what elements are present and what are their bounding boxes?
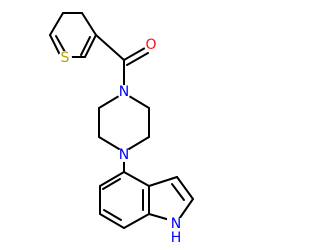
- bond-i3-i4: [99, 213, 125, 229]
- bond-c3-c2: [176, 176, 194, 200]
- atom-nh: N H: [167, 216, 185, 246]
- bond-i1-i2: [99, 171, 125, 187]
- bond-c3-c2-double: [171, 183, 185, 201]
- indole-ring: [99, 156, 194, 229]
- atom-oxygen: O: [144, 37, 158, 53]
- carbonyl-group: [95, 34, 149, 89]
- atom-nh-label: N: [171, 216, 181, 232]
- atom-nitrogen-bottom: N: [117, 147, 131, 163]
- atom-nh-h: H: [171, 230, 182, 246]
- thiophene-ring: [49, 12, 97, 58]
- molecule-drawing: S O N N N H: [49, 12, 194, 246]
- bond-c4-c5: [49, 34, 62, 58]
- bond-c5-c6: [49, 12, 64, 36]
- bond-ring-carbonyl: [95, 34, 125, 61]
- bond-i6-i1: [123, 171, 150, 187]
- bond-c1-c2: [81, 12, 97, 36]
- atom-oxygen-label: O: [145, 37, 156, 53]
- bond-i1-i2-double: [102, 178, 121, 190]
- bond-i3-i4-double: [103, 209, 122, 221]
- bond-carbonyl-oxygen: [123, 47, 146, 61]
- piperazine-ring: [98, 92, 150, 153]
- bond-c2-c3: [84, 34, 97, 58]
- atom-nitrogen-top-label: N: [119, 84, 129, 100]
- bond-i4-i5: [123, 213, 150, 229]
- atom-sulfur-label: S: [61, 50, 70, 66]
- atom-sulfur: S: [58, 50, 72, 66]
- bond-c4-c5-double: [55, 35, 66, 53]
- bond-i6-c3: [148, 176, 178, 187]
- atom-nitrogen-top: N: [117, 84, 131, 100]
- structure-diagram: S O N N N H: [49, 12, 194, 246]
- bond-carbonyl-oxygen-double: [126, 52, 149, 66]
- bond-c2-c3-double: [80, 36, 91, 56]
- atom-nh-n: N: [171, 216, 181, 232]
- atom-nitrogen-bottom-label: N: [119, 147, 129, 163]
